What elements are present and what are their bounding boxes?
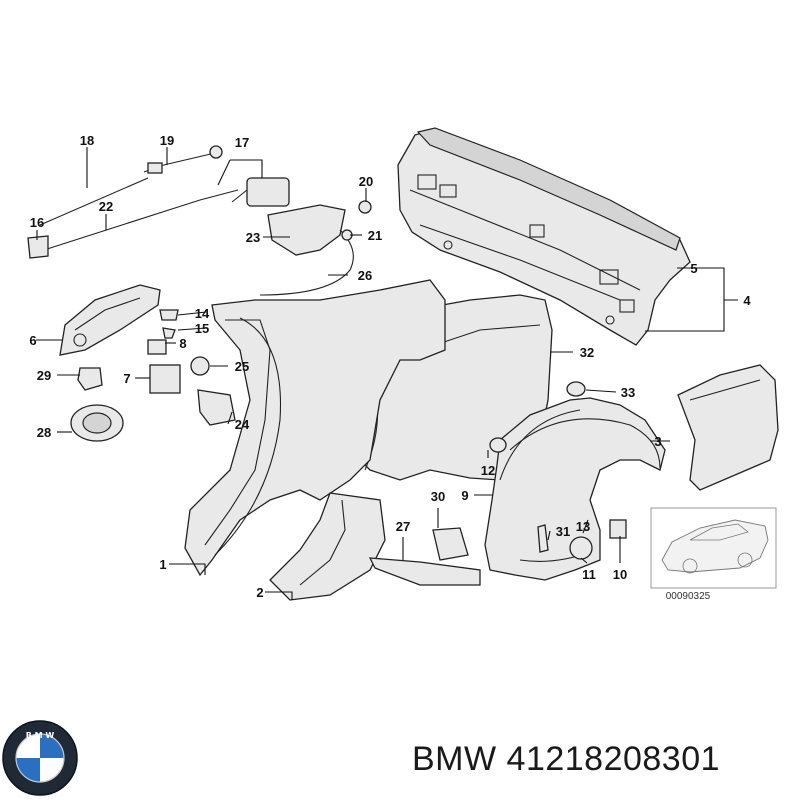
part-number-title: BMW 41218208301 <box>412 740 721 778</box>
leader-lines <box>36 147 738 600</box>
callout-7: 7 <box>123 371 130 386</box>
callout-32: 32 <box>580 345 594 360</box>
callout-17: 17 <box>235 135 249 150</box>
callout-33: 33 <box>621 385 635 400</box>
callout-22: 22 <box>99 199 113 214</box>
svg-text:B M W: B M W <box>26 731 55 740</box>
callout-14: 14 <box>195 306 210 321</box>
callout-12: 12 <box>481 463 495 478</box>
callout-2: 2 <box>256 585 263 600</box>
callout-4: 4 <box>743 293 751 308</box>
callout-8: 8 <box>179 336 186 351</box>
side-panel-inner <box>184 279 446 577</box>
cover-panel <box>677 364 779 491</box>
callout-10: 10 <box>613 567 627 582</box>
callout-26: 26 <box>358 268 372 283</box>
callout-1: 1 <box>159 557 166 572</box>
callout-31: 31 <box>556 524 570 539</box>
callout-11: 11 <box>582 567 596 582</box>
car-thumbnail: 00090325 <box>650 507 777 602</box>
callout-13: 13 <box>576 519 590 534</box>
rear-panel <box>397 127 691 346</box>
callout-25: 25 <box>235 359 249 374</box>
callout-18: 18 <box>80 133 94 148</box>
callouts: 18 19 17 16 22 20 23 21 26 5 4 6 14 15 8… <box>29 133 751 600</box>
callout-15: 15 <box>195 321 209 336</box>
callout-27: 27 <box>396 519 410 534</box>
lock-mechanism <box>27 145 372 296</box>
callout-16: 16 <box>30 215 44 230</box>
small-parts <box>70 309 627 586</box>
bmw-logo: B M W <box>2 720 78 796</box>
callout-23: 23 <box>246 230 260 245</box>
callout-6: 6 <box>29 333 36 348</box>
callout-5: 5 <box>690 261 697 276</box>
callout-21: 21 <box>368 228 382 243</box>
wheel-arch <box>484 397 666 581</box>
fuel-flap <box>59 284 161 356</box>
callout-29: 29 <box>37 368 51 383</box>
lower-panel <box>269 492 386 601</box>
callout-20: 20 <box>359 174 373 189</box>
callout-3: 3 <box>654 434 661 449</box>
reference-code: 00090325 <box>666 591 711 602</box>
callout-19: 19 <box>160 133 174 148</box>
callout-30: 30 <box>431 489 445 504</box>
callout-9: 9 <box>461 488 468 503</box>
callout-24: 24 <box>235 417 250 432</box>
callout-28: 28 <box>37 425 51 440</box>
